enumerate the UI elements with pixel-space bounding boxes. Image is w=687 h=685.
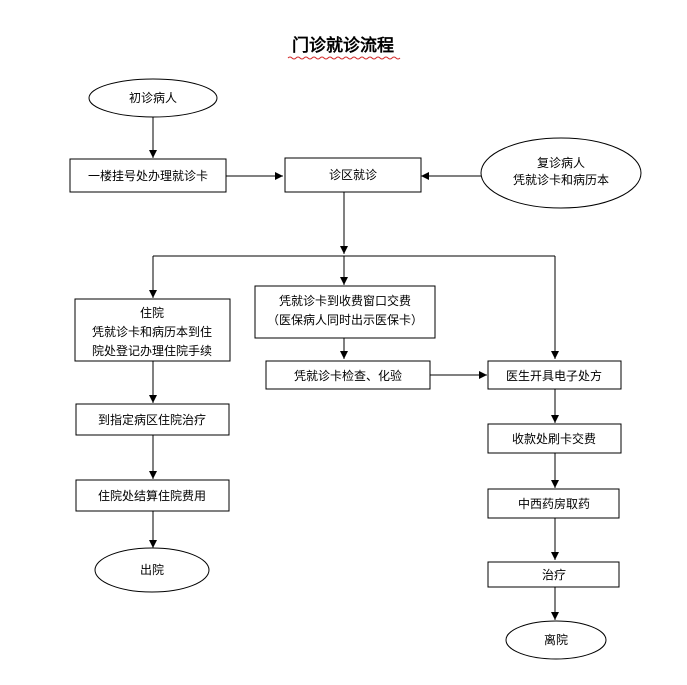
node-ward: 到指定病区住院治疗 (75, 403, 230, 436)
node-hospitalize-line-3: 院处登记办理住院手续 (92, 343, 212, 358)
node-hospitalize-line-1: 住院 (140, 306, 164, 320)
node-pay-window: 凭就诊卡到收费窗口交费 （医保病人同时出示医保卡） (254, 285, 436, 339)
node-pharmacy: 中西药房取药 (487, 488, 620, 519)
title-spellcheck-underline (287, 56, 401, 60)
node-return-visit: 复诊病人 凭就诊卡和病历本 (480, 137, 642, 209)
node-pay-window-line-2: （医保病人同时出示医保卡） (267, 312, 423, 327)
node-hospitalize: 住院 凭就诊卡和病历本到住 院处登记办理住院手续 (74, 298, 231, 362)
node-prescription-label: 医生开具电子处方 (506, 368, 602, 383)
node-register: 一楼挂号处办理就诊卡 (69, 158, 227, 193)
title-group: 门诊就诊流程 (287, 35, 401, 60)
node-return-visit-line-1: 复诊病人 (537, 155, 585, 170)
node-card-pay: 收款处刷卡交费 (487, 423, 622, 454)
node-hospitalize-line-2: 凭就诊卡和病历本到住 (92, 324, 212, 339)
node-ward-label: 到指定病区住院治疗 (98, 412, 206, 427)
node-exam: 凭就诊卡检查、化验 (265, 360, 431, 390)
node-clinic: 诊区就诊 (284, 157, 422, 193)
node-settle-label: 住院处结算住院费用 (98, 488, 206, 503)
page-title: 门诊就诊流程 (292, 35, 394, 56)
node-discharge-label: 出院 (140, 563, 164, 577)
node-treatment: 治疗 (487, 561, 620, 588)
node-register-label: 一楼挂号处办理就诊卡 (88, 168, 208, 183)
node-first-visit: 初诊病人 (88, 78, 218, 118)
node-card-pay-label: 收款处刷卡交费 (512, 431, 596, 446)
node-leave-label: 离院 (544, 632, 568, 647)
node-clinic-label: 诊区就诊 (329, 168, 377, 182)
node-first-visit-label: 初诊病人 (129, 90, 177, 105)
node-leave: 离院 (505, 620, 607, 660)
node-exam-label: 凭就诊卡检查、化验 (294, 368, 402, 383)
node-discharge: 出院 (94, 547, 210, 593)
connectors (149, 117, 559, 620)
node-return-visit-line-2: 凭就诊卡和病历本 (513, 172, 609, 187)
node-treatment-label: 治疗 (542, 568, 566, 582)
node-pay-window-line-1: 凭就诊卡到收费窗口交费 (279, 293, 411, 308)
node-pharmacy-label: 中西药房取药 (518, 496, 590, 511)
node-prescription: 医生开具电子处方 (487, 360, 622, 390)
node-settle: 住院处结算住院费用 (75, 479, 230, 512)
